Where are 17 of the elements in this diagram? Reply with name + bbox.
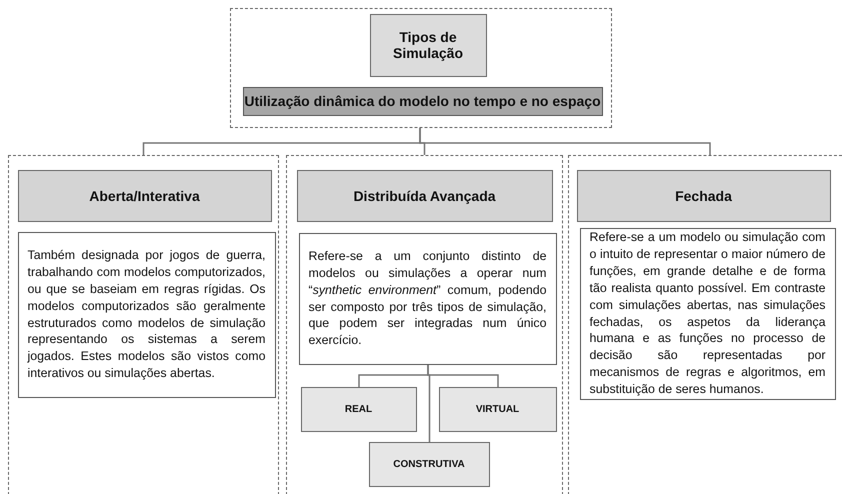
description-box: Também designada por jogos de guerra, trabalhando com modelos computorizados, ou que se baseiam em regras rígidas. Os modelos computorizados são geralmente estruturados como modelos de simulação representando os sistemas a serem jogados. Estes modelos são vistos como interativos ou simulações abertas. bbox=[18, 232, 276, 398]
description-box: Refere-se a um conjunto distinto de modelos ou simulações a operar num “synthetic environment” comum, podendo ser composto por três tipos de simulação, que podem ser integradas num único exercício. bbox=[298, 232, 556, 364]
title-box: Tipos de Simulação bbox=[370, 14, 486, 76]
dashed-group-box bbox=[286, 155, 563, 494]
dashed-group-box bbox=[8, 155, 279, 494]
header-box: Fechada bbox=[576, 170, 830, 222]
connector-line bbox=[419, 128, 711, 155]
header-box: Distribuída Avançada bbox=[296, 170, 552, 222]
category-box: VIRTUAL bbox=[438, 386, 556, 432]
category-box: REAL bbox=[300, 386, 416, 432]
category-box: CONSTRUTIVA bbox=[368, 442, 490, 486]
description-box: Refere-se a um modelo ou simulação com o intuito de representar o maior número de funções, em grande detalhe e de forma tão realista quanto possível. Em contraste com simulações abertas, nas simulações fechadas, os aspetos da liderança humana e as funções no processo de decisão são representadas por mecanismos de regras e algoritmos, em substituição de seres humanos. bbox=[580, 228, 836, 400]
header-box: Aberta/Interativa bbox=[18, 170, 272, 222]
subtitle-bar: Utilização dinâmica do modelo no tempo e no espaço bbox=[242, 86, 602, 116]
connector-line bbox=[427, 365, 430, 442]
dashed-group-box bbox=[568, 155, 842, 494]
dashed-group-box bbox=[230, 8, 612, 128]
